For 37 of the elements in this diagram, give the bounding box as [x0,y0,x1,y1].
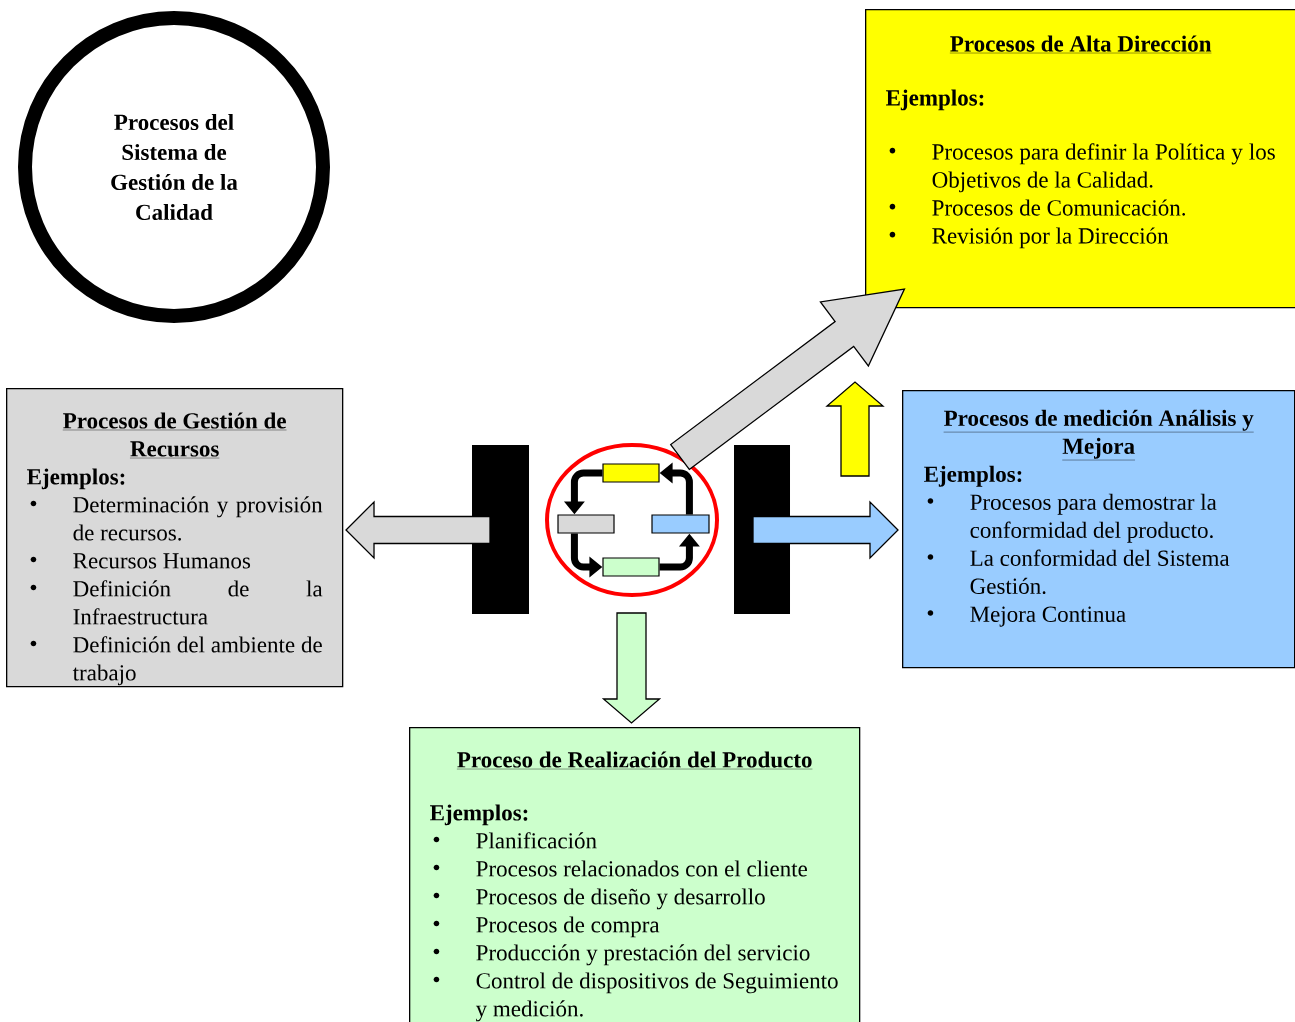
list-item: Procesos para definir la Política y los Objetivos de la Calidad. [889,143,1275,193]
small-box [557,514,615,534]
block-arrow [345,500,491,560]
list-item: Procesos de Comunicación. [889,199,1185,216]
box-heading: Procesos de medición Análisis y Mejora [943,409,1254,461]
vertical-bar [472,445,529,614]
process-box [902,390,1295,669]
list-item: Planificación [433,832,597,849]
box-heading: Procesos de Alta Dirección [949,35,1212,54]
list-item: Definición del ambiente de trabajo [30,636,322,686]
block-arrow [601,612,662,724]
list-item: Producción y prestación del servicio [433,944,810,966]
examples-label: Ejemplos: [27,468,125,490]
small-box [602,463,660,483]
small-box [651,514,710,534]
list-item: Mejora Continua [927,606,1126,627]
box-heading: Procesos de Gestión de Recursos [62,412,287,459]
list-item: Revisión por la Dirección [889,227,1169,249]
list-item: Procesos de diseño y desarrollo [433,888,765,910]
examples-label: Ejemplos: [886,89,984,111]
examples-label: Ejemplos: [924,465,1022,487]
list-item: Recursos Humanos [30,553,251,569]
list-item: Definición de la Infraestructura [30,580,323,625]
list-item: Control de dispositivos de Seguimiento y medición. [433,972,838,1022]
process-box [865,9,1295,309]
block-arrow [752,500,899,560]
list-item: Determinación y provisión de recursos. [30,496,323,541]
examples-label: Ejemplos: [430,804,528,826]
list-item: Procesos para demostrar la conformidad del producto. [927,493,1217,543]
list-item: La conformidad del Sistema Gestión. [927,549,1230,595]
process-box [409,727,861,1022]
list-item: Procesos de compra [433,916,660,938]
small-box [602,557,660,577]
list-item: Procesos relacionados con el cliente [433,860,807,877]
box-heading: Proceso de Realización del Producto [456,751,813,770]
ellipse [545,443,719,597]
process-box [6,388,344,688]
